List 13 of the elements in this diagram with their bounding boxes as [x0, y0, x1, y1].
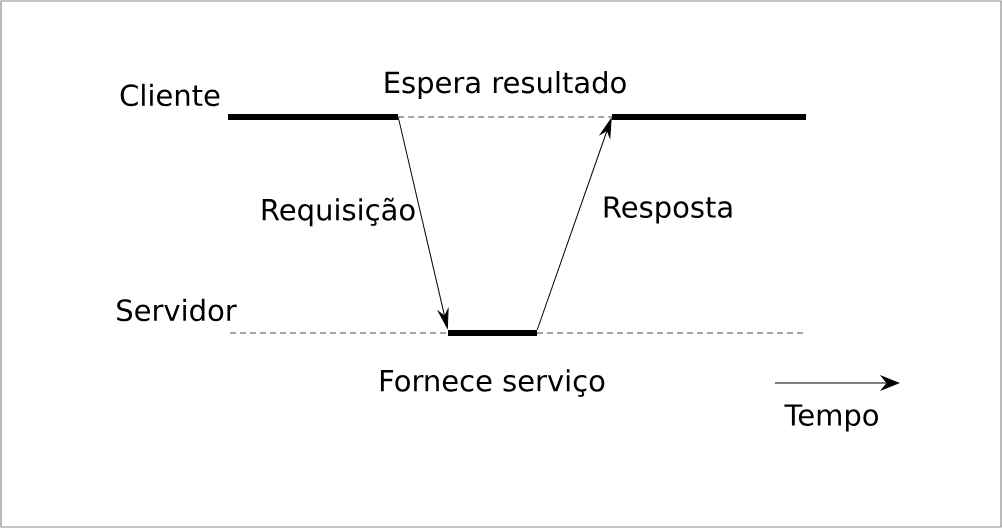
label: Tempo [784, 404, 878, 432]
activity-bar [228, 114, 398, 120]
arrow [536, 118, 612, 331]
edge-label: Requisição [262, 197, 415, 227]
label: Servidor [117, 298, 237, 322]
activity-label: Fornece serviço [380, 369, 605, 397]
timeline [397, 116, 613, 118]
activity-bar [612, 114, 806, 120]
label: Cliente [120, 83, 220, 107]
edge-label: Espera resultado [385, 70, 626, 100]
activity-bar [448, 330, 537, 336]
edge-label: Resposta [604, 196, 732, 224]
arrow [397, 116, 449, 329]
